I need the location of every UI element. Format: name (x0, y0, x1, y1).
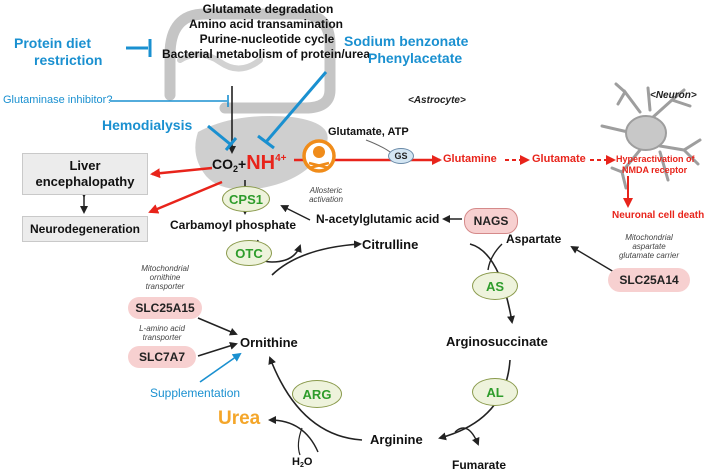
slc25a15-desc-3: transporter (145, 282, 185, 292)
slc7a7-desc-2: transporter (142, 333, 182, 343)
astrocyte-label: <Astrocyte> (408, 95, 466, 106)
sodium-benzoate-label: Sodium benzonate (344, 33, 469, 49)
slc25a14-transporter: SLC25A14 (608, 268, 690, 292)
gs-enzyme: GS (388, 148, 414, 164)
slc7a7-transporter: SLC7A7 (128, 346, 196, 368)
neuronal-death-label: Neuronal cell death (612, 210, 705, 221)
slc7a7-desc: L-amino acid transporter (124, 324, 200, 342)
nh-superscript: 4+ (275, 153, 287, 164)
h2o-subscript: 2 (299, 462, 304, 469)
neurodegeneration-box: Neurodegeneration (22, 216, 148, 242)
intestine-illustration (164, 8, 336, 114)
al-enzyme: AL (472, 378, 518, 406)
allosteric-label: Allosteric activation (298, 186, 354, 204)
citrulline-label: Citrulline (362, 237, 419, 252)
cps1-enzyme: CPS1 (222, 186, 270, 212)
allosteric-1: Allosteric (309, 186, 343, 195)
ammonia-label: CO2+NH4+ (212, 152, 287, 175)
argininosuccinate-label: Arginosuccinate (446, 334, 548, 349)
liver-text: Liver (69, 158, 101, 174)
gut-process-1: Glutamate degradation (202, 2, 334, 16)
urea-label: Urea (218, 408, 261, 429)
carbamoyl-phosphate-label: Carbamoyl phosphate (170, 218, 297, 232)
encephalopathy-text: encephalopathy (35, 174, 135, 189)
nags-enzyme: NAGS (464, 208, 518, 234)
fumarate-label: Fumarate (452, 458, 507, 472)
aspartate-label: Aspartate (506, 232, 562, 246)
neuron-label: <Neuron> (650, 90, 697, 101)
slc25a14-desc-1: Mitochondrial (625, 233, 673, 242)
glutamine-label: Glutamine (443, 153, 497, 165)
slc25a15-desc-1: Mitochondrial (141, 264, 189, 273)
slc7a7-desc-1: L-amino acid (139, 324, 185, 333)
gut-process-3: Purine-nucleotide cycle (199, 32, 335, 46)
slc25a15-desc-2: ornithine (149, 273, 181, 283)
arginine-label: Arginine (370, 432, 423, 447)
hemodialysis-label: Hemodialysis (102, 117, 193, 133)
o-text: O (303, 456, 313, 468)
co2-subscript: 2 (233, 164, 239, 174)
liver-encephalopathy-box: Liver encephalopathy (22, 153, 148, 195)
hyperactivation-label: Hyperactivation of (616, 154, 695, 164)
co2-text: CO (212, 156, 233, 172)
supplementation-label: Supplementation (150, 386, 241, 400)
slc25a15-transporter: SLC25A15 (128, 297, 202, 319)
slc25a15-desc: Mitochondrial ornithine transporter (128, 264, 202, 292)
h-text: H (292, 456, 300, 468)
gut-process-4: Bacterial metabolism of protein/urea (161, 47, 371, 61)
arg-enzyme: ARG (292, 380, 342, 408)
slc25a14-desc-3: glutamate carrier (618, 251, 680, 261)
as-enzyme: AS (472, 272, 518, 300)
neuron-illustration (600, 82, 702, 190)
liver-illustration (195, 116, 328, 190)
slc25a14-desc: Mitochondrial aspartate glutamate carrie… (604, 233, 694, 261)
slc25a14-desc-2: aspartate (632, 242, 666, 252)
otc-enzyme: OTC (226, 240, 272, 266)
nag-label: N-acetylglutamic acid (316, 212, 440, 226)
water-label: H2O (292, 456, 312, 469)
protein-diet-label-2: restriction (34, 52, 103, 68)
ornithine-label: Ornithine (240, 335, 298, 350)
gut-process-2: Amino acid transamination (188, 17, 344, 31)
glutamate-label: Glutamate (532, 153, 586, 165)
glutaminase-inhibitor-label: Glutaminase inhibitor? (3, 94, 113, 106)
nh-text: NH (246, 152, 276, 174)
protein-diet-label: Protein diet (14, 35, 92, 51)
phenylacetate-label: Phenylacetate (368, 50, 463, 66)
glutamate-atp-label: Glutamate, ATP (328, 126, 409, 138)
nmda-label: NMDA receptor (622, 165, 688, 175)
plus-text: + (238, 156, 247, 172)
allosteric-2: activation (309, 195, 343, 205)
